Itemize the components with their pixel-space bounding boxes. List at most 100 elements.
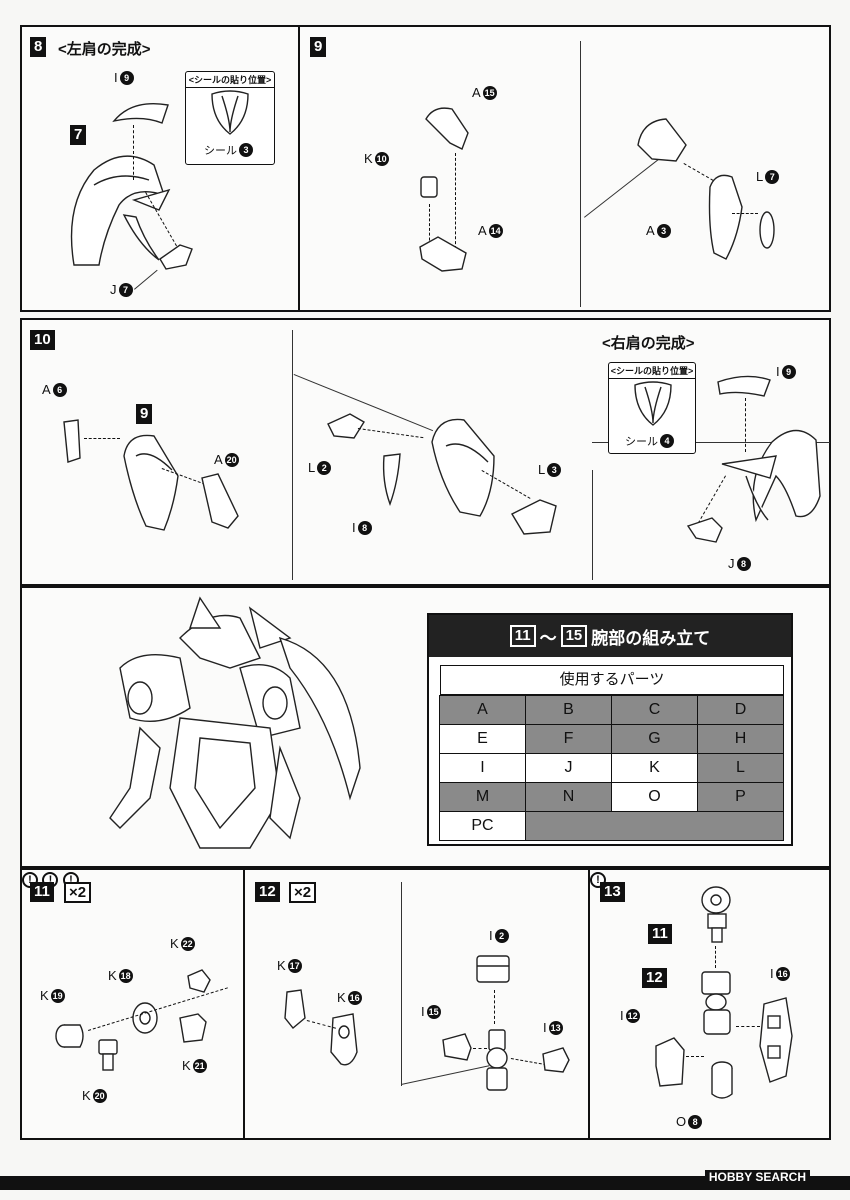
seal-number-badge: 3 bbox=[239, 143, 253, 157]
seal-text: シール bbox=[204, 145, 237, 157]
parts-cell: F bbox=[525, 724, 612, 754]
part-label-o8: O 8 bbox=[676, 1114, 703, 1129]
part-number-badge: 8 bbox=[736, 556, 751, 571]
part-letter: O bbox=[676, 1114, 687, 1129]
multiplier-badge: ×2 bbox=[289, 882, 317, 903]
part-label-a20: A 20 bbox=[214, 452, 239, 467]
ring-joint-part bbox=[132, 1002, 158, 1034]
range-end-step: 15 bbox=[560, 625, 588, 647]
cover-part-i15 bbox=[442, 1033, 472, 1061]
seal-shape-icon bbox=[211, 90, 249, 135]
part-label-a6: A 6 bbox=[42, 382, 67, 397]
parts-cell-empty bbox=[525, 811, 784, 841]
step-10-panel: 10 A 6 9 A 20 L 2 I 8 L 3 bbox=[20, 318, 831, 586]
part-label-l7: L 7 bbox=[756, 169, 780, 184]
bar-part-a20 bbox=[201, 473, 239, 529]
shoulder-cap-part bbox=[717, 375, 771, 397]
part-letter: I bbox=[620, 1008, 624, 1023]
blade-part-i8 bbox=[382, 453, 401, 507]
part-number-badge: 7 bbox=[118, 282, 133, 297]
hinge-part bbox=[284, 989, 306, 1029]
step-number: 11 bbox=[30, 882, 54, 902]
wedge-part bbox=[686, 517, 723, 543]
reference-step-9: 9 bbox=[136, 404, 153, 424]
part-number-badge: 22 bbox=[180, 936, 195, 951]
cap-part-l3 bbox=[511, 499, 557, 535]
part-letter: K bbox=[82, 1088, 91, 1103]
step-number: 9 bbox=[310, 37, 327, 57]
divider-line bbox=[592, 470, 593, 580]
part-label-k17: K 17 bbox=[277, 958, 302, 973]
magnify-line bbox=[401, 1065, 490, 1085]
part-number-badge: 7 bbox=[765, 169, 780, 184]
small-clip-part bbox=[187, 969, 211, 993]
armor-part-i12 bbox=[655, 1037, 685, 1087]
part-letter: J bbox=[110, 282, 117, 297]
cover-part-i13 bbox=[542, 1047, 570, 1073]
assembly-arrow bbox=[357, 428, 424, 439]
part-label-i2: I 2 bbox=[489, 928, 509, 943]
assembly-arrow bbox=[732, 213, 758, 214]
part-letter: K bbox=[108, 968, 117, 983]
part-label-k18: K 18 bbox=[108, 968, 133, 983]
part-number-badge: 10 bbox=[374, 151, 389, 166]
step-number: 12 bbox=[255, 882, 280, 902]
step-13-panel: 13 11 12 ! I 16 I 12 O 8 bbox=[588, 868, 831, 1140]
range-separator: ～ bbox=[539, 628, 557, 648]
seal-label: シール 3 bbox=[204, 142, 253, 158]
part-number-badge: 16 bbox=[775, 966, 790, 981]
step-number: 10 bbox=[30, 330, 55, 350]
step-12-panel: 12 ×2 K 17 K 16 I 2 I 15 I 13 bbox=[243, 868, 590, 1140]
reference-step-7: 7 bbox=[70, 125, 87, 145]
reference-step-11: 11 bbox=[648, 924, 672, 944]
bracket-part bbox=[179, 1013, 207, 1043]
part-label-k10: K 10 bbox=[364, 151, 389, 166]
part-number-badge: 20 bbox=[92, 1088, 107, 1103]
part-number-badge: 3 bbox=[547, 462, 562, 477]
shoulder-armor-assembly bbox=[70, 155, 171, 266]
leader-line bbox=[134, 269, 158, 290]
part-label-j7: J 7 bbox=[110, 282, 133, 297]
parts-used-subheader: 使用するパーツ bbox=[440, 665, 784, 695]
parts-cell: P bbox=[697, 782, 784, 812]
seal-label: シール 4 bbox=[625, 433, 674, 449]
parts-cell: B bbox=[525, 695, 612, 725]
range-start-step: 11 bbox=[509, 625, 536, 647]
part-number-badge: 2 bbox=[317, 460, 332, 475]
part-letter: I bbox=[421, 1004, 425, 1019]
part-letter: A bbox=[472, 85, 481, 100]
assembly-arrow bbox=[494, 990, 495, 1024]
parts-table-title: 腕部の組み立て bbox=[591, 628, 711, 648]
part-number-badge: 18 bbox=[118, 968, 133, 983]
seal-position-box: <シールの貼り位置> シール 3 bbox=[185, 71, 275, 165]
parts-cell: J bbox=[525, 753, 612, 783]
seal-number-badge: 4 bbox=[660, 434, 674, 448]
assembly-arrow bbox=[84, 438, 120, 439]
seal-box-header: <シールの貼り位置> bbox=[186, 72, 274, 88]
part-letter: I bbox=[352, 520, 356, 535]
side-plate-part bbox=[63, 419, 81, 463]
parts-cell: M bbox=[439, 782, 526, 812]
part-label-l3: L 3 bbox=[538, 462, 562, 477]
part-letter: J bbox=[728, 556, 735, 571]
assembly-arrow bbox=[133, 125, 134, 180]
part-label-k22: K 22 bbox=[170, 936, 195, 951]
parts-table-header: 11 ～ 15 腕部の組み立て bbox=[429, 615, 791, 657]
part-label-l2: L 2 bbox=[308, 460, 332, 475]
part-letter: K bbox=[40, 988, 49, 1003]
upper-arm-part bbox=[425, 107, 469, 150]
step-title: <左肩の完成> bbox=[58, 41, 151, 58]
part-number-badge: 12 bbox=[625, 1008, 640, 1023]
wedge-part bbox=[159, 244, 193, 270]
step-9-panel: 9 A 15 K 10 A 14 L 7 A 3 bbox=[298, 25, 831, 312]
part-number-badge: 15 bbox=[482, 85, 497, 100]
core-assembly bbox=[486, 1029, 508, 1091]
part-label-a3: A 3 bbox=[646, 223, 671, 238]
base-hinge-part bbox=[419, 236, 467, 272]
cylinder-part bbox=[55, 1024, 84, 1048]
part-label-a15: A 15 bbox=[472, 85, 497, 100]
parts-cell: C bbox=[611, 695, 698, 725]
